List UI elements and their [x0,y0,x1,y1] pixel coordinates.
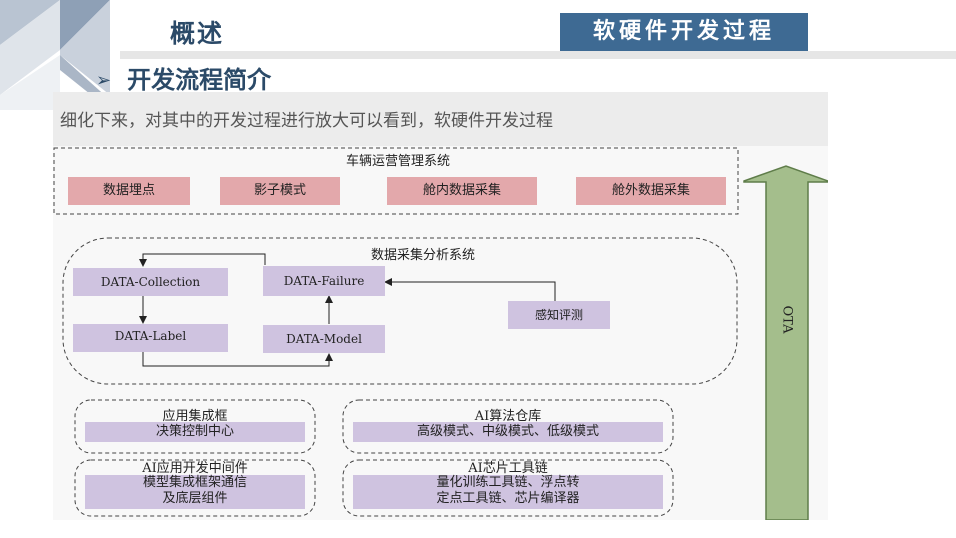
algo-modes-box: 高级模式、中级模式、低级模式 [353,422,663,442]
data-model-box: DATA-Model [263,325,385,353]
header-rule [120,51,956,59]
middleware-box: 模型集成框架通信 及底层组件 [85,475,305,509]
subtitle: ➢ 开发流程简介 [96,60,271,95]
data-label-box: DATA-Label [73,324,228,352]
middleware-line1: 模型集成框架通信 [142,475,247,490]
algo-repo-title: AI算法仓库 [474,409,542,424]
middleware-title: AI应用开发中间件 [142,461,248,476]
analysis-system-title: 数据采集分析系统 [370,248,475,263]
process-diagram: 车辆运营管理系统 数据埋点 影子模式 舱内数据采集 舱外数据采集 数据采集分析系… [53,146,828,520]
vehicle-item-exterior-data: 舱外数据采集 [576,177,726,205]
arrow-bullet-icon: ➢ [96,70,112,91]
diagram-lines [53,147,828,520]
middleware-line2: 及底层组件 [162,491,228,506]
intro-text: 细化下来，对其中的开发过程进行放大可以看到，软硬件开发过程 [53,92,828,146]
chip-toolchain-title: AI芯片工具链 [468,461,548,476]
chip-toolchain-box: 量化训练工具链、浮点转 定点工具链、芯片编译器 [353,475,663,509]
app-framework-title: 应用集成框 [162,409,228,424]
vehicle-item-tracking: 数据埋点 [68,177,190,205]
page-title: 概述 [170,19,225,48]
chip-toolchain-line2: 定点工具链、芯片编译器 [436,491,580,506]
vehicle-system-title: 车辆运营管理系统 [345,154,450,169]
chip-toolchain-line1: 量化训练工具链、浮点转 [436,475,580,490]
subtitle-text: 开发流程简介 [127,66,272,94]
ota-label: OTA [779,305,795,334]
section-badge: 软硬件开发过程 [560,13,808,51]
vehicle-item-cabin-data: 舱内数据采集 [387,177,537,205]
data-collection-box: DATA-Collection [73,268,228,296]
vehicle-item-shadow-mode: 影子模式 [220,177,340,205]
decision-control-box: 决策控制中心 [85,422,305,442]
data-failure-box: DATA-Failure [263,266,385,296]
perception-eval-box: 感知评测 [508,301,610,329]
